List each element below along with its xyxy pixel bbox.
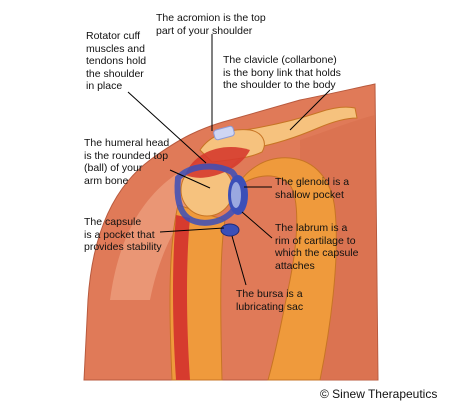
- leader-lines: [127, 34, 331, 286]
- label-labrum: The labrum is a rim of cartilage to whic…: [275, 222, 359, 272]
- label-glenoid: The glenoid is a shallow pocket: [275, 176, 350, 201]
- scapula-bone: [234, 157, 337, 381]
- label-bursa: The bursa is a lubricating sac: [236, 288, 304, 313]
- glenoid-inner: [231, 182, 241, 208]
- deltoid-highlight: [110, 145, 250, 300]
- leader-rotator-cuff: [127, 91, 207, 164]
- leader-capsule: [159, 227, 225, 233]
- label-capsule: The capsule is a pocket that provides st…: [84, 216, 162, 253]
- label-clavicle: The clavicle (collarbone) is the bony li…: [223, 54, 341, 91]
- leader-humeral-head: [169, 169, 211, 189]
- acromion-cartilage: [213, 125, 235, 141]
- leader-clavicle: [289, 89, 331, 131]
- biceps-muscle: [173, 215, 190, 380]
- label-rotator-cuff: Rotator cuff muscles and tendons hold th…: [86, 30, 147, 92]
- bursa-sac: [220, 223, 240, 237]
- leader-labrum: [241, 211, 273, 239]
- leader-bursa: [231, 235, 247, 286]
- label-humeral-head: The humeral head is the rounded top (bal…: [84, 137, 170, 187]
- joint-capsule: [174, 163, 241, 226]
- label-acromion: The acromion is the top part of your sho…: [156, 12, 266, 37]
- rotator-cuff-muscle: [185, 147, 250, 178]
- copyright-notice: © Sinew Therapeutics: [320, 387, 438, 401]
